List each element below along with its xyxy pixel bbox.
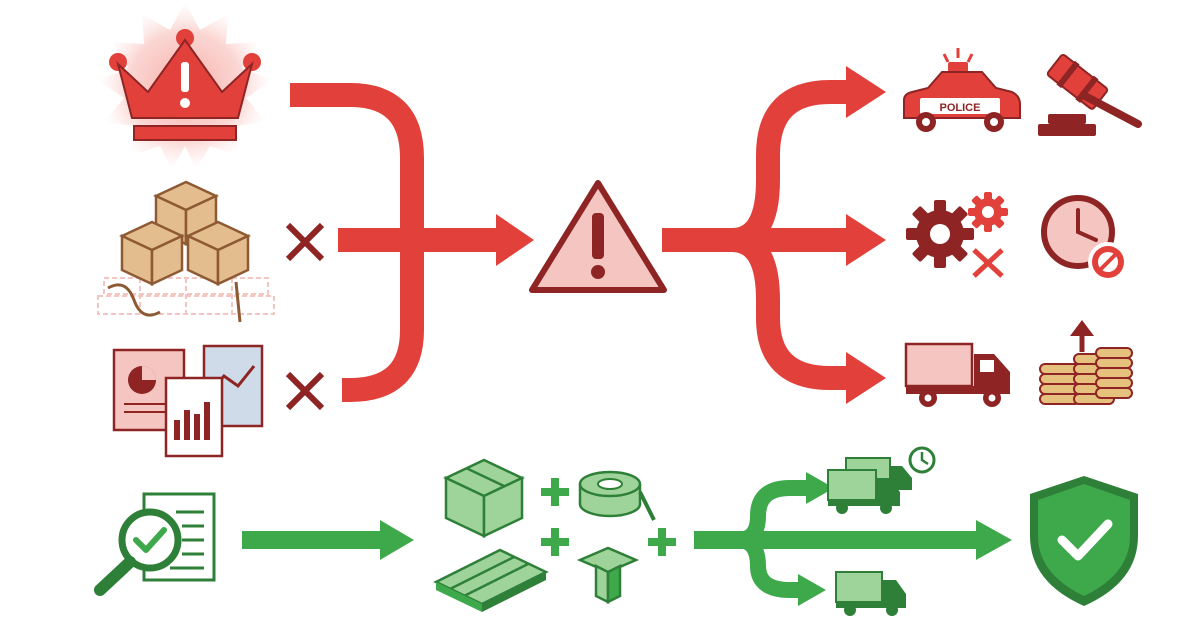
clock-blocked-icon <box>1041 195 1128 282</box>
shield-arrowhead <box>976 520 1012 560</box>
delivery-truck-icon <box>904 342 1010 407</box>
report-documents-icon <box>112 344 264 458</box>
shield-check-icon <box>1030 476 1138 606</box>
cardboard-box-icon <box>443 458 525 538</box>
split-arrowhead-transport <box>846 352 886 404</box>
single-truck-arrowhead <box>798 574 826 606</box>
x-mark-icon <box>285 222 325 262</box>
warning-triangle-icon <box>529 180 667 293</box>
gavel-icon <box>1038 53 1142 136</box>
police-car-icon: POLICE <box>903 48 1021 132</box>
green-split-flow <box>694 480 980 598</box>
plus-sign <box>541 478 569 506</box>
packing-tape-icon <box>578 470 656 521</box>
plus-sign <box>541 528 676 556</box>
corner-protector-icon <box>576 546 640 605</box>
x-mark-icon <box>285 371 325 411</box>
wooden-pallet-icon <box>433 548 549 612</box>
crown-alert-icon <box>98 2 272 170</box>
red-merge-flow <box>290 83 500 402</box>
merge-arrowhead <box>496 214 534 266</box>
damaged-boxes-icon <box>97 180 275 323</box>
split-arrowhead-operations <box>846 214 886 266</box>
rising-coins-icon <box>1039 320 1133 405</box>
gears-failure-icon <box>906 192 1008 278</box>
document-inspection-icon <box>94 492 216 596</box>
scheduled-trucks-icon <box>827 446 936 514</box>
audit-arrowhead <box>380 520 414 560</box>
red-split-flow <box>662 80 852 390</box>
police-sign-text: POLICE <box>940 102 981 114</box>
split-arrowhead-police <box>846 66 886 118</box>
delivery-truck-icon <box>835 571 906 616</box>
fleet-arrowhead <box>806 472 834 504</box>
